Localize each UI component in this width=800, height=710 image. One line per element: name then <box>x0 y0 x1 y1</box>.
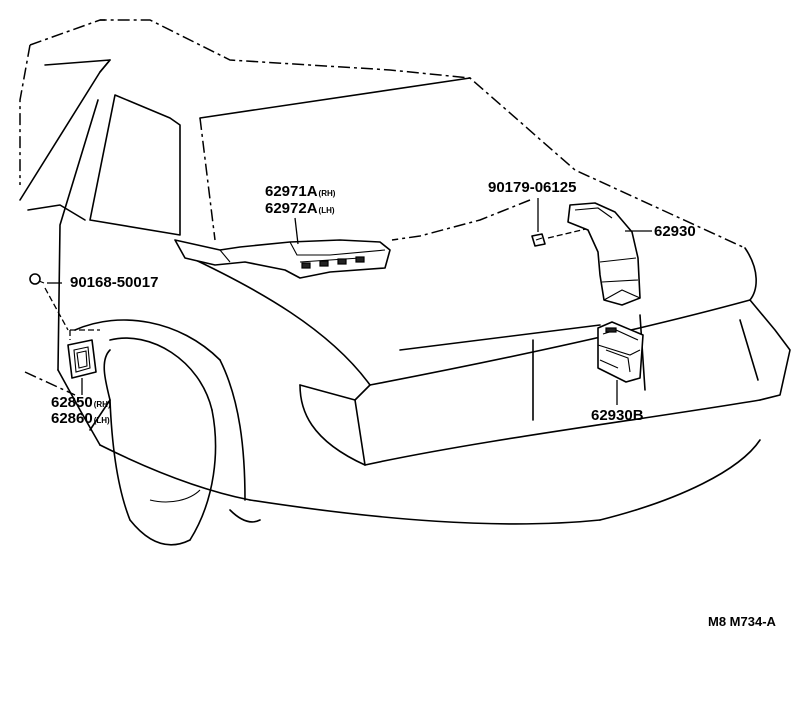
part-label-62850-rh[interactable]: 62850(RH) <box>51 395 111 413</box>
leader-spoiler-lamp <box>294 217 299 245</box>
part-label-90168-50017[interactable]: 90168-50017 <box>70 275 158 291</box>
bolt-part <box>29 273 45 285</box>
part-number: 90168-50017 <box>70 274 159 291</box>
part-number: 62860 <box>51 410 93 427</box>
diagram-reference-code: M8 M734-A <box>708 614 776 629</box>
part-label-62930b[interactable]: 62930B <box>591 408 644 424</box>
side-designator: (RH) <box>318 189 336 198</box>
leader-clip-to-duct <box>547 227 591 239</box>
side-designator: (RH) <box>93 400 111 409</box>
part-number: 62930B <box>591 407 644 424</box>
part-number: 62850 <box>51 394 93 411</box>
part-number: 62971A <box>265 183 318 200</box>
part-label-62971a-rh[interactable]: 62971A(RH) <box>265 184 335 202</box>
part-number: 90179-06125 <box>488 179 577 196</box>
side-designator: (LH) <box>93 416 110 425</box>
part-label-90179-06125[interactable]: 90179-06125 <box>488 180 576 196</box>
duct-part <box>567 202 641 306</box>
duct-assembly-part <box>597 321 644 383</box>
part-label-62860-lh[interactable]: 62860(LH) <box>51 411 110 429</box>
part-label-62930[interactable]: 62930 <box>654 224 696 240</box>
body-outline-dashed <box>19 19 746 396</box>
stop-lamp-part <box>174 239 391 279</box>
leader-bolt-to-lamp <box>44 287 69 331</box>
part-label-62972a-lh[interactable]: 62972A(LH) <box>265 201 335 219</box>
clip-part <box>531 233 546 247</box>
part-number: 62972A <box>265 200 318 217</box>
part-number: 62930 <box>654 223 696 240</box>
side-designator: (LH) <box>318 206 335 215</box>
side-marker-part <box>67 329 100 379</box>
body-outline <box>19 59 791 546</box>
